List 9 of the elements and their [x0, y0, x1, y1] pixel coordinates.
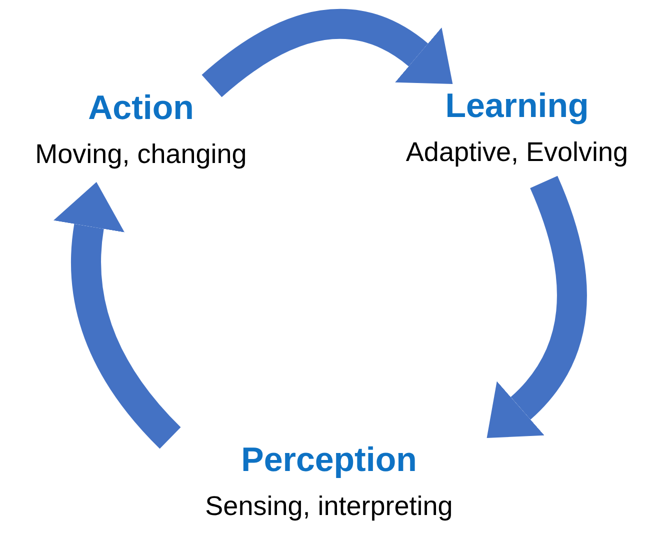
stage-description: Moving, changing [35, 138, 247, 171]
curved-arrow [53, 182, 182, 448]
stage-title: Learning [445, 86, 589, 127]
stage-description: Sensing, interpreting [205, 490, 453, 523]
curved-arrow [488, 176, 587, 440]
stage-title: Perception [241, 440, 417, 481]
stage-title: Action [88, 88, 194, 129]
stage-description: Adaptive, Evolving [406, 136, 628, 169]
curved-arrow [202, 8, 454, 98]
